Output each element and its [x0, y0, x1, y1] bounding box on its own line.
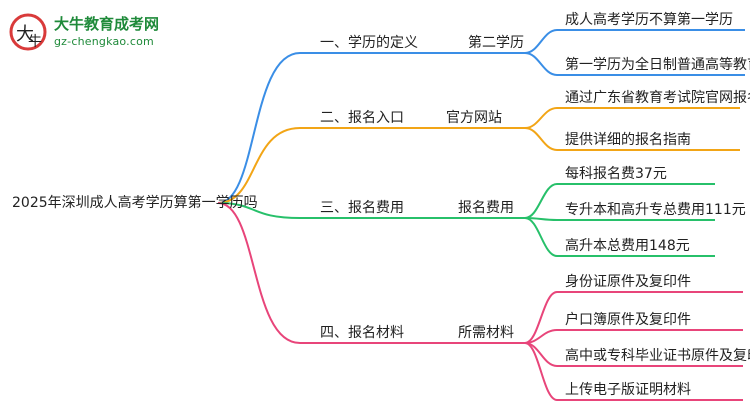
branch-connector-4 — [217, 202, 525, 344]
leaf-connector-2-2 — [524, 127, 740, 151]
branch-sub-label-3: 报名费用 — [458, 200, 514, 216]
branch-sub-label-2: 官方网站 — [446, 110, 502, 126]
leaf-connector-2-1 — [524, 107, 740, 129]
leaf-connector-4-1 — [524, 291, 743, 344]
leaf-label-4-1: 身份证原件及复印件 — [565, 274, 691, 290]
branch-sub-label-1: 第二学历 — [468, 35, 524, 51]
leaf-label-4-2: 户口簿原件及复印件 — [565, 312, 691, 328]
leaf-label-1-2: 第一学历为全日制普通高等教育 — [565, 57, 750, 73]
logo-url: gz-chengkao.com — [54, 35, 154, 48]
leaf-label-3-1: 每科报名费37元 — [565, 166, 667, 182]
svg-text:牛: 牛 — [28, 34, 42, 50]
branch-connector-3 — [217, 202, 525, 219]
logo-name: 大牛教育成考网 — [54, 15, 160, 33]
branch-label-4: 四、报名材料 — [320, 325, 404, 341]
leaf-label-4-3: 高中或专科毕业证书原件及复印件 — [565, 348, 750, 364]
leaf-connector-1-2 — [524, 52, 745, 76]
branch-label-2: 二、报名入口 — [320, 110, 404, 126]
leaf-connector-3-1 — [524, 183, 715, 219]
leaf-label-4-4: 上传电子版证明材料 — [565, 382, 691, 398]
site-logo[interactable]: 大 牛 大牛教育成考网 gz-chengkao.com — [8, 10, 168, 56]
svg-text:大: 大 — [16, 24, 34, 45]
branch-connector-1 — [217, 52, 525, 204]
leaf-label-3-3: 高升本总费用148元 — [565, 238, 690, 254]
root-topic: 2025年深圳成人高考学历算第一学历吗 — [12, 195, 258, 211]
branch-label-1: 一、学历的定义 — [320, 35, 418, 51]
branch-connector-2 — [217, 127, 525, 204]
leaf-connector-4-4 — [524, 342, 743, 401]
branch-label-3: 三、报名费用 — [320, 200, 404, 216]
leaf-label-3-2: 专升本和高升专总费用111元 — [565, 202, 746, 218]
leaf-label-2-2: 提供详细的报名指南 — [565, 132, 691, 148]
leaf-label-2-1: 通过广东省教育考试院官网报名 — [565, 90, 750, 106]
branch-sub-label-4: 所需材料 — [458, 325, 514, 341]
leaf-connector-1-1 — [524, 29, 745, 54]
leaf-connector-4-2 — [524, 329, 743, 344]
logo-mascot-icon: 大 牛 — [9, 13, 47, 51]
leaf-connector-3-3 — [524, 217, 715, 257]
leaf-label-1-1: 成人高考学历不算第一学历 — [565, 12, 733, 28]
